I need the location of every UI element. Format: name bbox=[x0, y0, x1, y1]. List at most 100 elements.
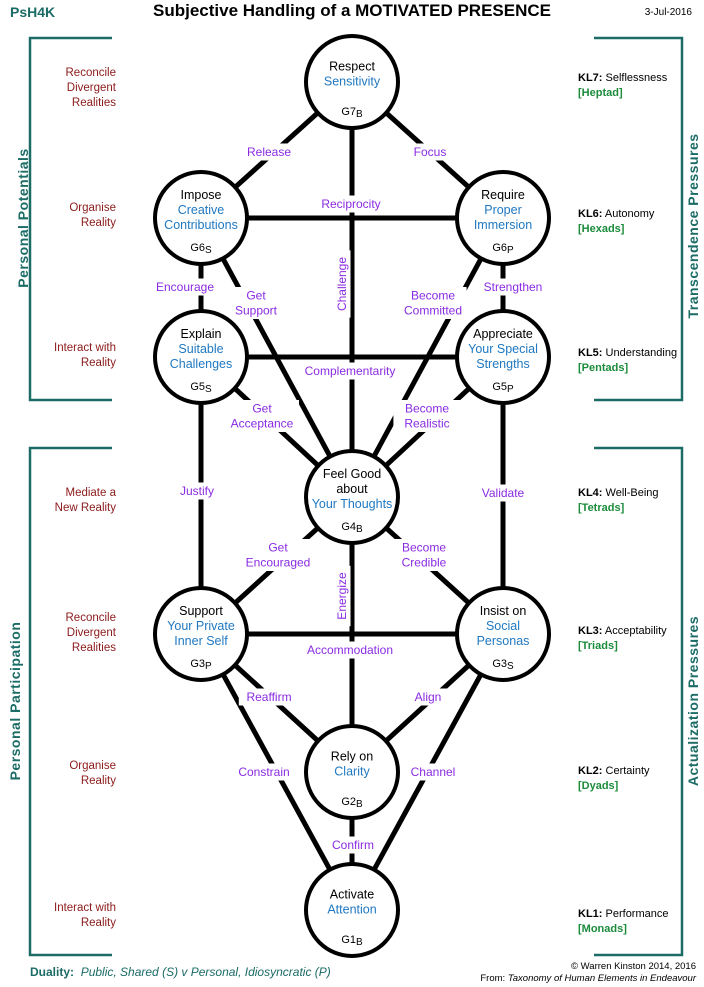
edge-label-text: Encouraged bbox=[246, 556, 311, 570]
edge-label-channel: Channel bbox=[406, 763, 460, 781]
level-kl4: KL4: Well-Being[Tetrads] bbox=[578, 487, 659, 514]
edge-label-text: Accommodation bbox=[307, 643, 393, 657]
header-code: PsH4K bbox=[10, 4, 56, 20]
edge-label-text: Realistic bbox=[404, 417, 449, 431]
edge-label-text: Justify bbox=[180, 484, 214, 498]
node-text: Clarity bbox=[334, 765, 370, 779]
edge-label-challenge: Challenge bbox=[333, 250, 351, 318]
edge-label-strengthen: Strengthen bbox=[476, 278, 550, 296]
node-text: Support bbox=[179, 604, 223, 618]
node-text: Your Thoughts bbox=[312, 497, 393, 511]
edge-label-text: Get bbox=[252, 402, 272, 416]
edge-label-text: Challenge bbox=[335, 257, 349, 311]
level-kl7: KL7: Selflessness[Heptad] bbox=[578, 72, 668, 99]
node-text: Challenges bbox=[170, 357, 233, 371]
node-text: Impose bbox=[181, 188, 222, 202]
edge-label-text: Release bbox=[247, 145, 291, 159]
node-text: Require bbox=[481, 188, 525, 202]
edge-label-text: Encourage bbox=[156, 280, 214, 294]
node-tag: G7B bbox=[341, 106, 363, 120]
edge-label-text: Constrain bbox=[238, 765, 289, 779]
edge-label-text: Committed bbox=[404, 304, 462, 318]
edge-label-text: Validate bbox=[482, 486, 525, 500]
node-tag: G1B bbox=[341, 934, 363, 948]
node-text: Strengths bbox=[476, 357, 530, 371]
node-text: Inner Self bbox=[174, 634, 228, 648]
left-bracket-top bbox=[28, 36, 112, 402]
node-text: Immersion bbox=[474, 218, 532, 232]
node-tag: G6P bbox=[492, 242, 514, 256]
node-text: Your Private bbox=[167, 619, 235, 633]
edge-label-text: Credible bbox=[402, 556, 447, 570]
edge-label-text: Reciprocity bbox=[321, 197, 380, 211]
edge-label-accommodation: Accommodation bbox=[302, 641, 398, 659]
node-text: Creative bbox=[178, 203, 225, 217]
right-bracket-bottom bbox=[594, 446, 684, 957]
edge-label-text: Become bbox=[405, 402, 449, 416]
node-text: Respect bbox=[329, 60, 375, 74]
level-kl6: KL6: Autonomy[Hexads] bbox=[578, 208, 655, 235]
edge-label-text: Become bbox=[411, 289, 455, 303]
edge-label-text: Reaffirm bbox=[246, 690, 291, 704]
node-tag: G3P bbox=[190, 658, 212, 672]
node-text: Attention bbox=[327, 903, 376, 917]
node-tag: G6S bbox=[190, 242, 212, 256]
edge-label-text: Align bbox=[415, 690, 442, 704]
edge-label-validate: Validate bbox=[472, 484, 534, 502]
node-text: Activate bbox=[330, 888, 375, 902]
right-bracket-top bbox=[594, 36, 684, 402]
edge-label-text: Focus bbox=[414, 145, 447, 159]
level-kl3: KL3: Acceptability[Triads] bbox=[578, 625, 667, 652]
edge-label-text: Confirm bbox=[332, 838, 374, 852]
edge-label-encourage: Encourage bbox=[151, 278, 219, 296]
edge-label-release: Release bbox=[242, 143, 296, 161]
edge-label-text: Strengthen bbox=[484, 280, 543, 294]
edge-label-text: Channel bbox=[411, 765, 456, 779]
node-text: Social bbox=[486, 619, 520, 633]
node-text: Sensitivity bbox=[324, 75, 381, 89]
node-tag: G3S bbox=[492, 658, 514, 672]
page-title: Subjective Handling of a MOTIVATED PRESE… bbox=[153, 1, 551, 20]
copyright-note: © Warren Kinston 2014, 2016 From: Taxono… bbox=[480, 961, 696, 984]
level-kl2: KL2: Certainty[Dyads] bbox=[578, 765, 650, 792]
edge-label-text: Get bbox=[268, 541, 288, 555]
edge-label-align: Align bbox=[408, 688, 448, 706]
level-kl1: KL1: Performance[Monads] bbox=[578, 908, 669, 935]
edge-label-text: Get bbox=[246, 289, 266, 303]
edge-label-text: Energize bbox=[335, 572, 349, 620]
node-tag: G2B bbox=[341, 796, 363, 810]
node-tag: G5P bbox=[492, 381, 514, 395]
edge-label-text: Complementarity bbox=[305, 364, 396, 378]
left-bracket-bottom bbox=[28, 446, 112, 957]
node-text: Explain bbox=[181, 327, 222, 341]
edge-label-constrain: Constrain bbox=[230, 763, 298, 781]
duality-note: Duality: Public, Shared (S) v Personal, … bbox=[30, 965, 331, 979]
node-text: Contributions bbox=[164, 218, 238, 232]
edge-label-complementarity: Complementarity bbox=[296, 362, 404, 380]
node-text: Personas bbox=[477, 634, 530, 648]
edge-label-reaffirm: Reaffirm bbox=[238, 688, 300, 706]
header-date: 3-Jul-2016 bbox=[644, 7, 692, 18]
edge-label-justify: Justify bbox=[170, 482, 224, 500]
edge-label-reciprocity: Reciprocity bbox=[310, 195, 392, 213]
